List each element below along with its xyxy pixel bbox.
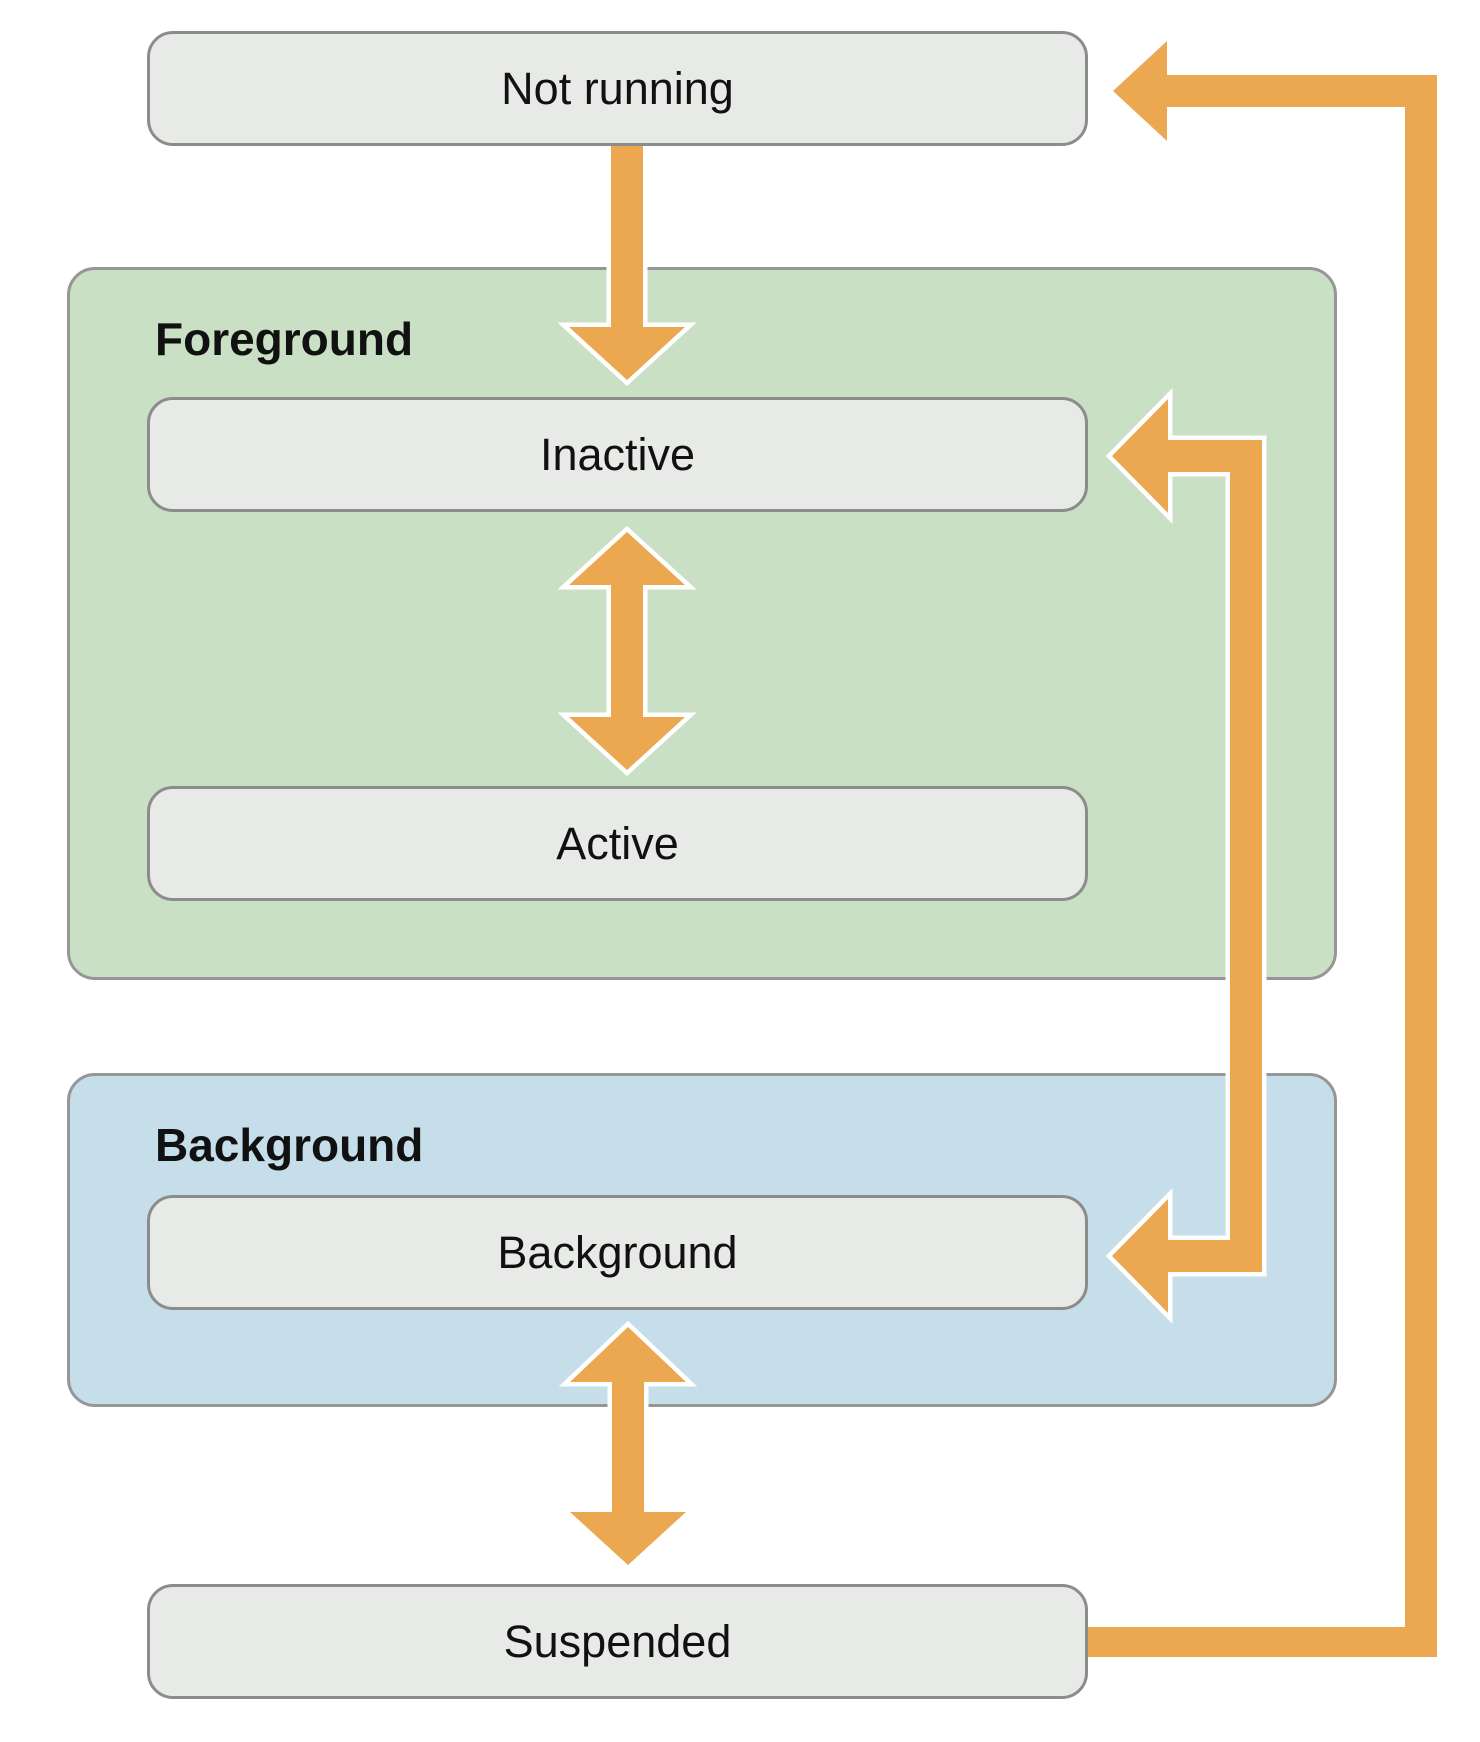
node-not-running-label: Not running (501, 62, 734, 114)
node-suspended: Suspended (147, 1584, 1088, 1699)
node-inactive-label: Inactive (539, 428, 696, 480)
node-inactive: Inactive (147, 397, 1088, 512)
node-not-running: Not running (147, 31, 1088, 146)
node-background: Background (147, 1195, 1088, 1310)
node-background-label: Background (497, 1226, 738, 1278)
foreground-group-label: Foreground (155, 313, 414, 365)
node-suspended-label: Suspended (503, 1615, 732, 1667)
node-active: Active (147, 786, 1088, 901)
background-group-label: Background (155, 1119, 424, 1171)
node-active-label: Active (556, 817, 679, 869)
